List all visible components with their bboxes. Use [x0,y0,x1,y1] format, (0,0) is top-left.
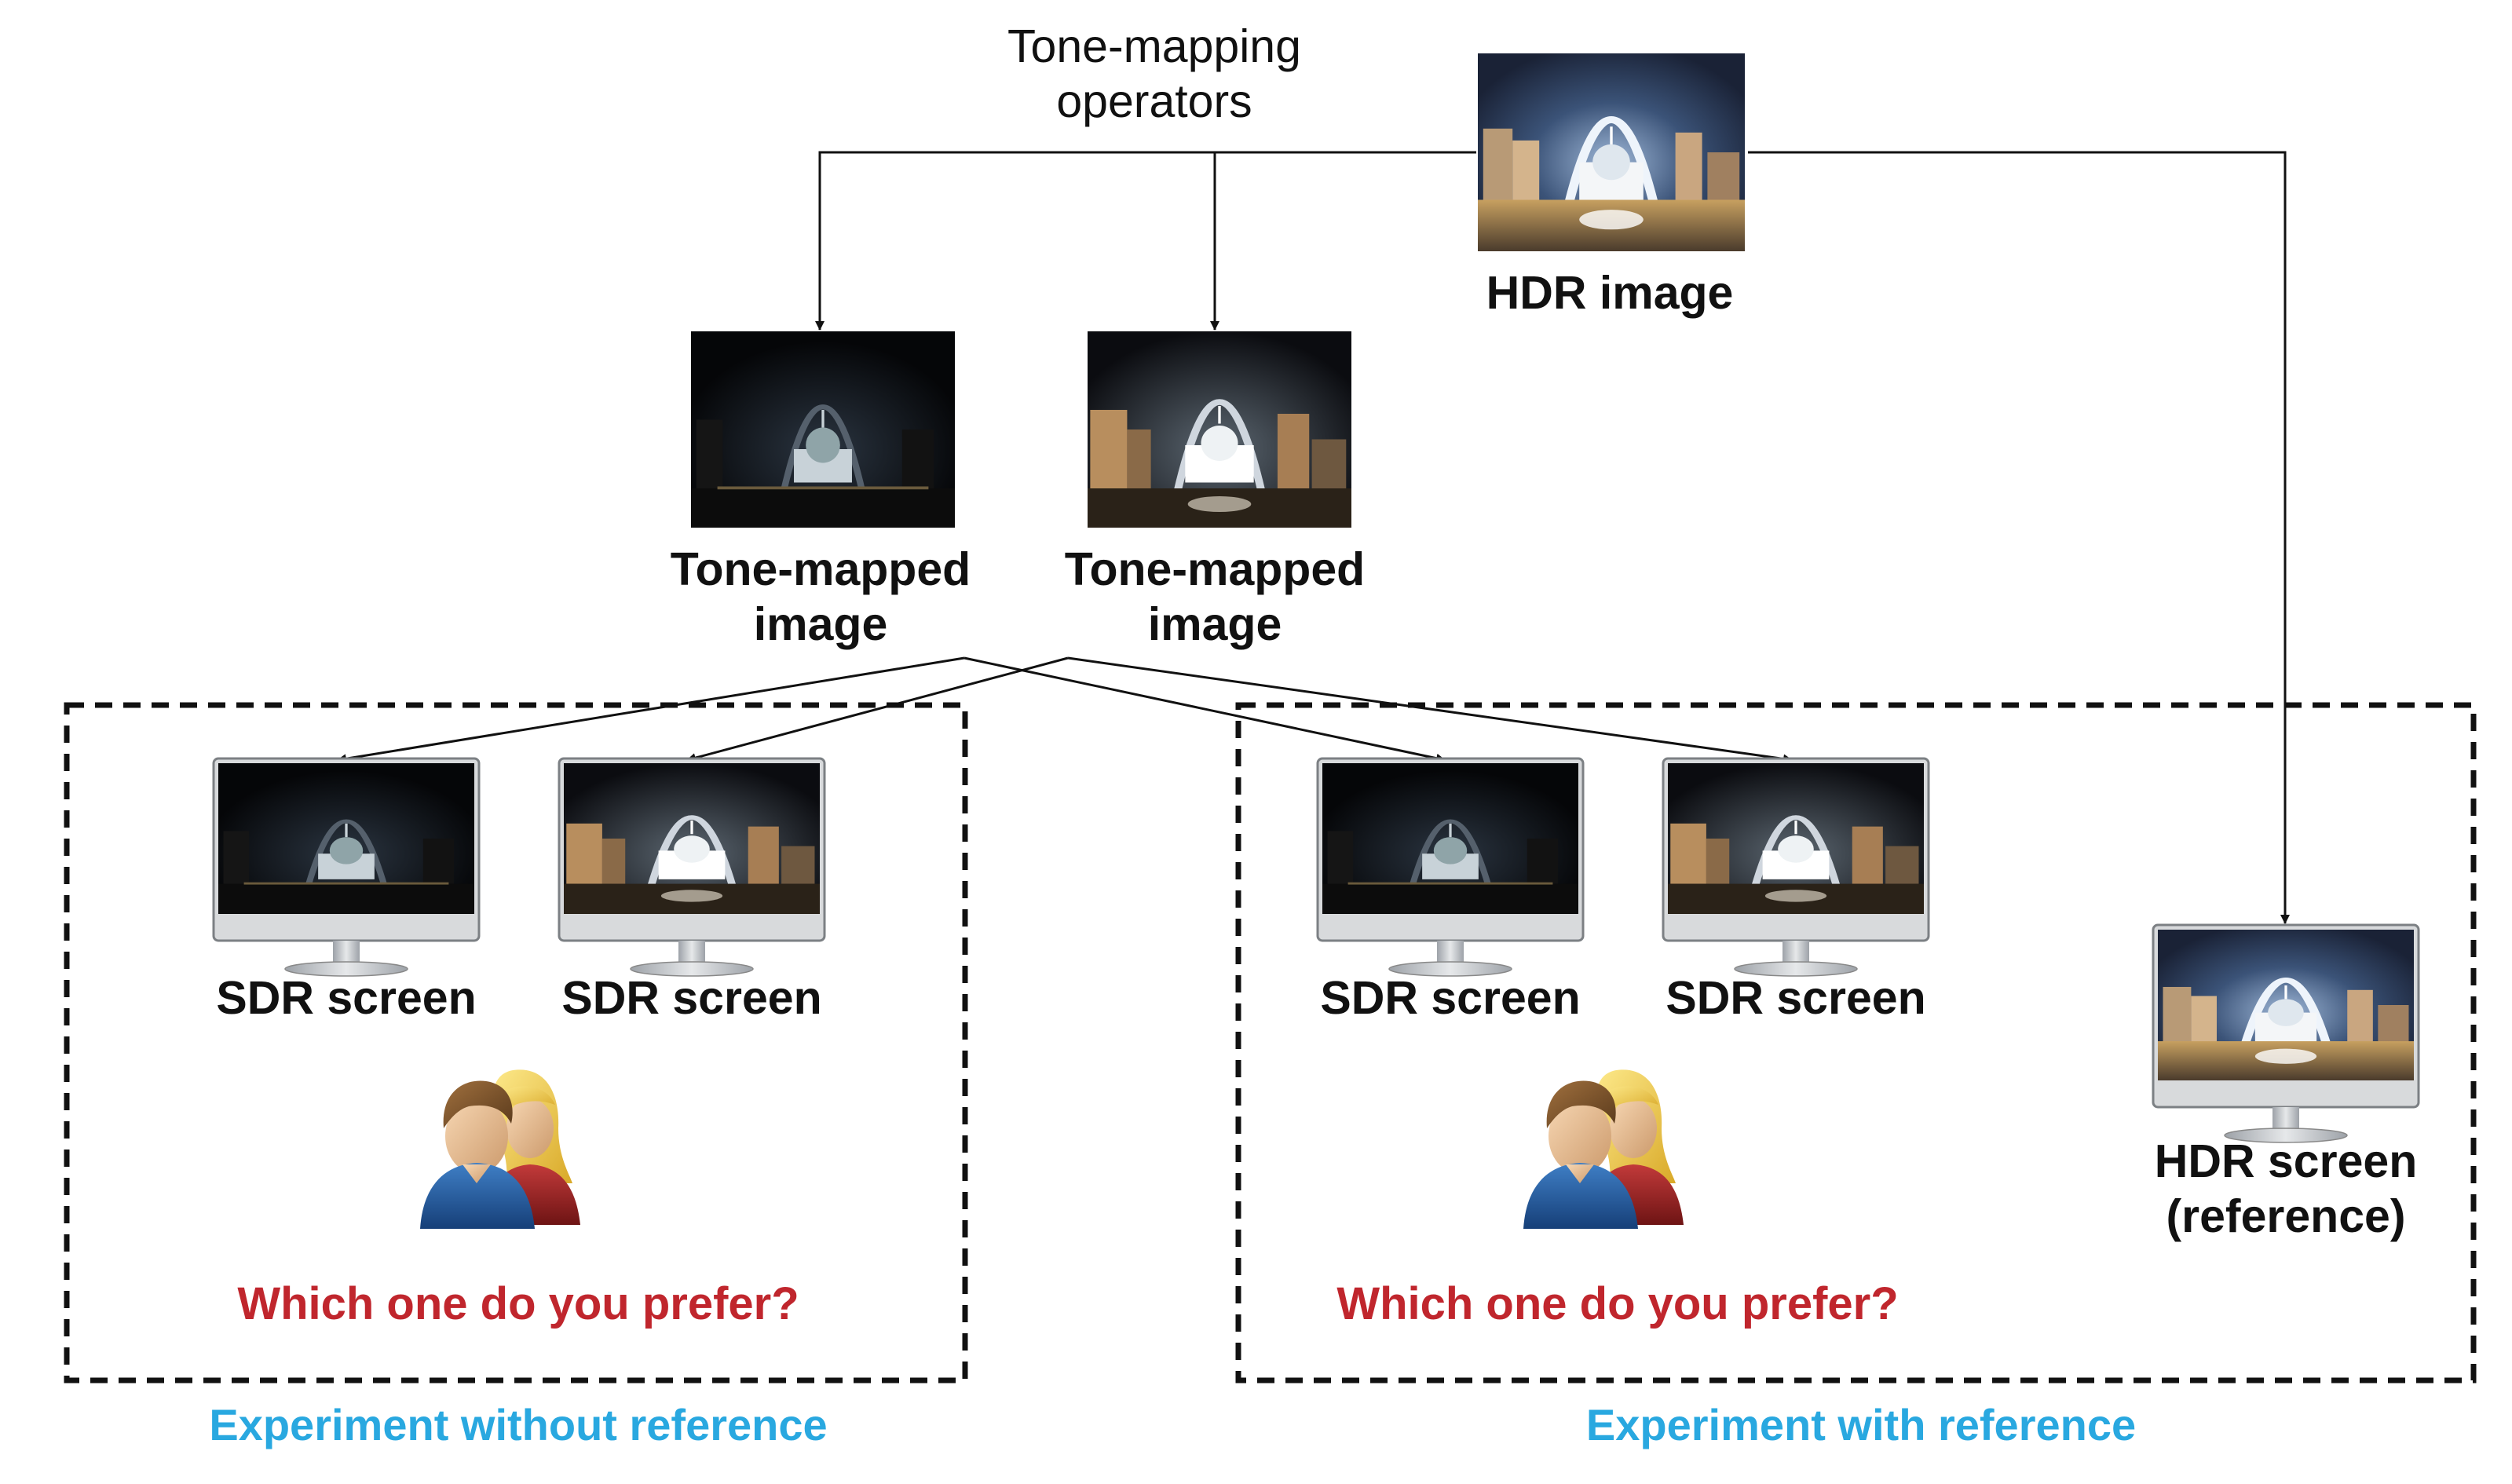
experiment-with-reference-caption: Experiment with reference [1585,1400,2137,1449]
sdr-monitor-2 [559,758,825,976]
question-left: Which one do you prefer? [237,1278,799,1329]
sdr-monitor-4 [1663,758,1929,976]
experiment-box-left [64,702,968,1383]
connector-lines [337,151,2290,924]
experiment-without-reference-caption: Experiment without reference [209,1400,828,1449]
hdr-screen-label-line2: (reference) [2166,1190,2406,1242]
arrow-hdr-to-hdr-screen [1748,151,2290,924]
operators-label-line2: operators [1056,75,1252,127]
sdr-monitor-1 [214,758,479,976]
tonemapped-label-1-line2: image [753,598,888,650]
hdr-image [1478,53,1745,251]
arrow-tm2-to-sdr-right-2 [1067,656,1793,764]
sdr-screen-label-1: SDR screen [216,972,477,1024]
question-right: Which one do you prefer? [1336,1278,1899,1329]
sdr-monitor-3 [1318,758,1583,976]
hdr-image-label: HDR image [1486,267,1734,319]
tonemapped-image-dark [691,331,955,528]
tonemapped-label-2: Tone-mapped image [1015,542,1415,652]
arrow-tm1-to-sdr-left-1 [337,656,965,764]
hdr-monitor [2153,925,2419,1142]
tonemapped-label-1: Tone-mapped image [620,542,1021,652]
tonemapped-label-1-line1: Tone-mapped [670,543,971,595]
operators-label-line1: Tone-mapping [1007,20,1301,72]
users-icon-left [420,1069,580,1229]
arrow-tm2-to-sdr-left-2 [686,656,1069,762]
tonemapped-label-2-line2: image [1147,598,1282,650]
users-icon-right [1523,1069,1684,1229]
sdr-screen-label-2: SDR screen [561,972,822,1024]
operators-label: Tone-mapping operators [942,19,1366,129]
experiment-box-right [1235,702,2477,1383]
sdr-screen-label-3: SDR screen [1320,972,1581,1024]
tonemapped-label-2-line1: Tone-mapped [1064,543,1366,595]
arrow-hdr-to-tonemapped-1 [815,151,1476,331]
hdr-screen-label: HDR screen (reference) [2090,1134,2482,1244]
tonemapped-image-bright [1088,331,1351,528]
hdr-screen-label-line1: HDR screen [2154,1135,2418,1187]
arrow-tm1-to-sdr-right-1 [963,656,1446,763]
sdr-screen-label-4: SDR screen [1666,972,1926,1024]
